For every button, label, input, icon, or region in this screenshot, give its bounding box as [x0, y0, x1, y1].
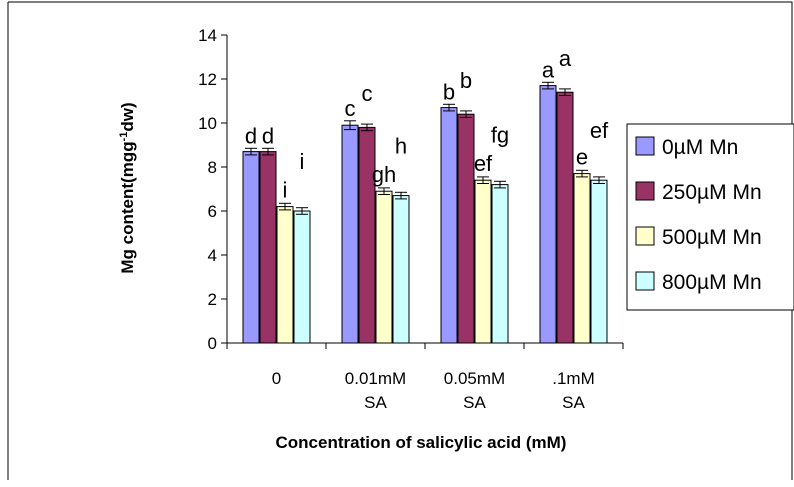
- significance-letter-4-4: ef: [590, 118, 609, 143]
- chart-border: [8, 1, 793, 480]
- significance-letter-4-2: h: [395, 134, 407, 159]
- significance-letter-4-3: fg: [491, 123, 509, 148]
- y-axis-title-tail: dw): [118, 102, 137, 131]
- legend-label-4: 800µM Mn: [662, 271, 762, 294]
- y-tick-label-1: 2: [208, 290, 217, 309]
- y-axis-title-sup: -1: [118, 132, 130, 142]
- significance-letter-2-4: a: [559, 46, 572, 71]
- significance-letter-1-1: d: [245, 123, 257, 148]
- bar-2-2: [358, 126, 376, 344]
- x-tick-label-4-1: .1mM: [552, 369, 595, 388]
- bar-4-3: [491, 184, 509, 344]
- legend-box: [626, 123, 794, 311]
- significance-letter-3-3: ef: [474, 151, 493, 176]
- bar-2-3: [457, 113, 475, 344]
- y-tick-label-6: 12: [198, 70, 217, 89]
- bar-3-1: [276, 206, 294, 344]
- y-tick-label-2: 4: [208, 246, 217, 265]
- bar-4-1: [293, 210, 311, 344]
- axes-layer: [221, 34, 624, 349]
- significance-letter-1-2: c: [345, 96, 356, 121]
- x-axis-title: Concentration of salicylic acid (mM): [276, 433, 567, 452]
- y-axis-title: Mg content(mgg-1dw): [118, 102, 137, 273]
- bar-3-2: [375, 190, 393, 344]
- legend-label-2: 250µM Mn: [662, 181, 762, 204]
- significance-letter-2-3: b: [460, 68, 472, 93]
- legend-swatch-4: [635, 271, 655, 291]
- x-tick-label-1-1: 0: [272, 369, 281, 388]
- bar-3-3: [474, 179, 492, 344]
- legend: 0µM Mn 250µM Mn 500µM Mn 800µM Mn: [626, 123, 794, 311]
- significance-letter-2-1: d: [262, 123, 274, 148]
- bar-1-4: [539, 85, 557, 344]
- bar-2-4: [556, 91, 574, 344]
- y-tick-label-7: 14: [198, 26, 217, 45]
- bar-3-4: [573, 173, 591, 344]
- significance-letter-2-2: c: [362, 81, 373, 106]
- legend-swatch-1: [635, 136, 655, 156]
- legend-swatch-3: [635, 226, 655, 246]
- significance-letter-1-3: b: [443, 79, 455, 104]
- y-tick-label-5: 10: [198, 114, 217, 133]
- bar-1-1: [242, 151, 260, 344]
- significance-letter-1-4: a: [542, 57, 555, 82]
- bar-1-3: [440, 107, 458, 344]
- significance-letter-3-2: gh: [372, 162, 396, 187]
- bar-4-4: [590, 179, 608, 344]
- bar-1-2: [341, 124, 359, 344]
- x-tick-label-2-2: SA: [364, 393, 387, 412]
- x-tick-label-3-1: 0.05mM: [444, 369, 505, 388]
- legend-label-1: 0µM Mn: [662, 136, 738, 159]
- y-tick-label-3: 6: [208, 202, 217, 221]
- y-axis-title-main: Mg content(mgg: [118, 141, 137, 273]
- bar-2-1: [259, 151, 277, 344]
- x-tick-label-4-2: SA: [562, 393, 585, 412]
- y-tick-label-0: 0: [208, 334, 217, 353]
- x-tick-label-3-2: SA: [463, 393, 486, 412]
- legend-swatch-2: [635, 181, 655, 201]
- y-tick-label-4: 8: [208, 158, 217, 177]
- significance-letter-4-1: i: [300, 149, 305, 174]
- bar-4-2: [392, 195, 410, 344]
- significance-letter-3-4: e: [576, 144, 588, 169]
- legend-label-3: 500µM Mn: [662, 226, 762, 249]
- bars-layer: [242, 81, 608, 344]
- x-tick-label-2-1: 0.01mM: [345, 369, 406, 388]
- significance-letter-3-1: i: [283, 177, 288, 202]
